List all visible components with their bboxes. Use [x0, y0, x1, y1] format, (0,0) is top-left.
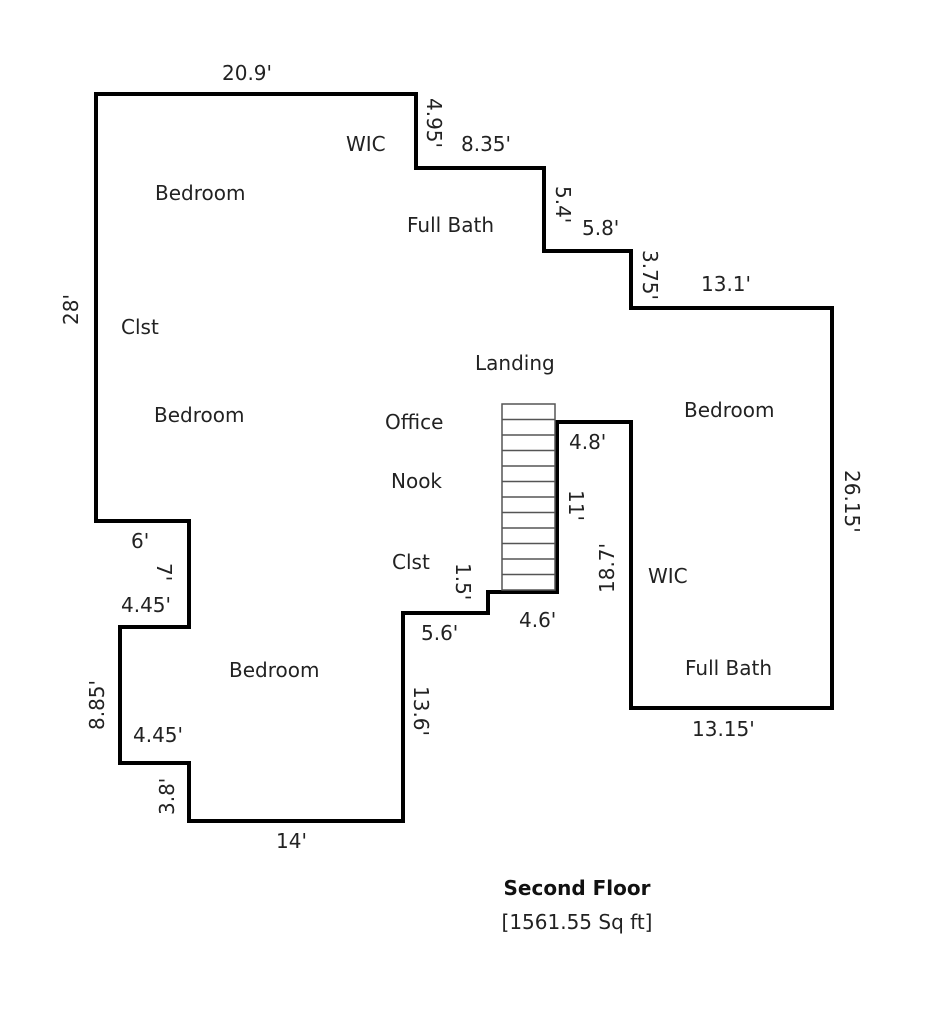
room-label-bedroom: Bedroom: [229, 658, 319, 682]
dimension-label: 5.6': [421, 621, 458, 645]
dimension-label: 8.35': [461, 132, 511, 156]
dimension-label: 7': [152, 563, 176, 581]
dimension-label: 13.6': [409, 686, 433, 736]
room-label-clst: Clst: [121, 315, 159, 339]
room-label-office: Office: [385, 410, 443, 434]
room-label-wic: WIC: [346, 132, 386, 156]
dimension-label: 28': [59, 294, 83, 325]
floor-title: Second Floor: [503, 876, 651, 900]
dimension-label: 5.4': [551, 186, 575, 223]
room-label-wic: WIC: [648, 564, 688, 588]
dimension-label: 11': [564, 490, 588, 521]
dimension-label: 6': [131, 529, 149, 553]
dimension-label: 4.6': [519, 608, 556, 632]
room-label-landing: Landing: [475, 351, 555, 375]
room-label-full-bath: Full Bath: [685, 656, 772, 680]
staircase: [501, 403, 556, 591]
room-label-nook: Nook: [391, 469, 442, 493]
room-label-clst: Clst: [392, 550, 430, 574]
room-label-bedroom: Bedroom: [155, 181, 245, 205]
dimension-label: 13.15': [692, 717, 755, 741]
dimension-label: 3.8': [155, 778, 179, 815]
dimension-label: 1.5': [451, 563, 475, 600]
floor-area: [1561.55 Sq ft]: [501, 910, 653, 934]
dimension-label: 20.9': [222, 61, 272, 85]
dimension-label: 18.7': [595, 543, 619, 593]
room-label-bedroom: Bedroom: [684, 398, 774, 422]
dimension-label: 26.15': [840, 470, 864, 533]
dimension-label: 4.8': [569, 430, 606, 454]
dimension-label: 5.8': [582, 216, 619, 240]
dimension-label: 13.1': [701, 272, 751, 296]
dimension-label: 4.45': [121, 593, 171, 617]
dimension-label: 8.85': [85, 680, 109, 730]
room-label-full-bath: Full Bath: [407, 213, 494, 237]
floor-outline: [94, 92, 834, 823]
dimension-label: 4.45': [133, 723, 183, 747]
room-label-bedroom: Bedroom: [154, 403, 244, 427]
dimension-label: 3.75': [638, 250, 662, 300]
dimension-label: 4.95': [422, 98, 446, 148]
dimension-label: 14': [276, 829, 307, 853]
